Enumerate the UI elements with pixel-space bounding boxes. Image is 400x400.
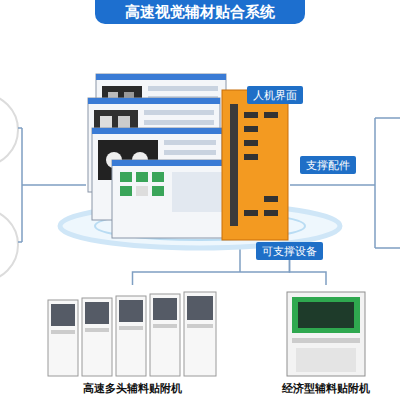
software-screens xyxy=(88,74,230,238)
economy-machine xyxy=(287,292,365,376)
node-text: 高速多头辅料贴附机 xyxy=(40,382,225,395)
machine-box: 经济型辅料贴附机 xyxy=(266,285,386,395)
node-text: 支撑配件 xyxy=(306,158,350,172)
node-text: 可支撑设备 xyxy=(262,244,317,258)
node-text: 经济型辅料贴附机 xyxy=(266,382,386,395)
label-tag: 可支撑设备 xyxy=(256,242,323,260)
controller-box xyxy=(222,90,288,240)
side-circle xyxy=(0,94,18,166)
machine-box: 高速多头辅料贴附机 xyxy=(40,285,225,395)
label-tag: 支撑配件 xyxy=(300,156,356,174)
node-text: 人机界面 xyxy=(253,88,297,102)
label-tag: 人机界面 xyxy=(247,86,303,104)
multi-head-machines xyxy=(48,292,216,376)
branch-lines xyxy=(18,118,400,272)
side-circle xyxy=(0,209,18,281)
connector xyxy=(133,260,290,285)
title-banner: 高速视觉辅材贴合系统 xyxy=(95,0,305,24)
connector xyxy=(290,260,327,285)
